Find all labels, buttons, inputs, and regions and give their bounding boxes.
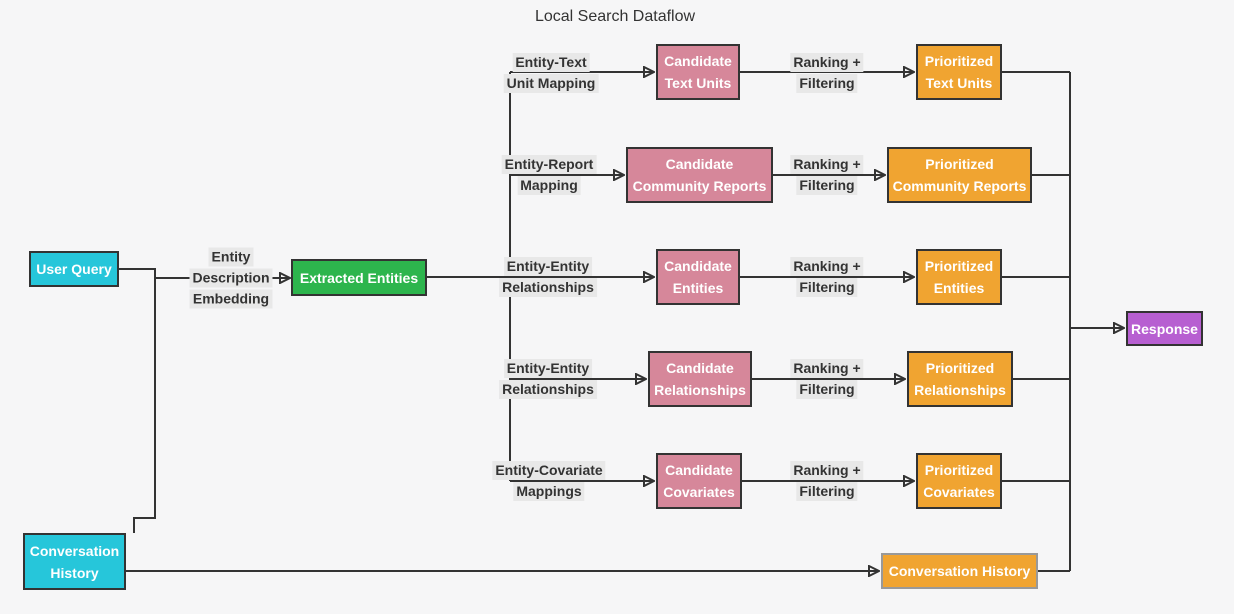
edge-label-line: Entity-Entity — [503, 359, 593, 378]
edge-label-line: Entity-Entity — [503, 257, 593, 276]
edge-label-entity-report-mapping: Entity-Report Mapping — [501, 154, 597, 196]
edge-label-line: Entity-Report — [501, 155, 597, 174]
edge-label-ranking-filtering-row3: Ranking + Filtering — [790, 256, 864, 298]
edge-conversation-history-to-junction — [133, 278, 156, 533]
node-label: Prioritized Relationships — [914, 360, 1006, 398]
edge-label-line: Ranking + — [790, 359, 864, 378]
node-prioritized-entities: Prioritized Entities — [916, 249, 1002, 305]
node-prioritized-community-reports: Prioritized Community Reports — [887, 147, 1032, 203]
node-user-query: User Query — [29, 251, 119, 287]
edge-label-entity-text-unit-mapping: Entity-Text Unit Mapping — [503, 52, 599, 94]
node-label: Extracted Entities — [299, 269, 419, 286]
edge-label-line: Filtering — [796, 176, 858, 195]
node-label: Candidate Covariates — [663, 462, 735, 500]
edge-label-line: Entity-Text — [512, 53, 590, 72]
edge-label-line: Ranking + — [790, 155, 864, 174]
edge-label-entity-covariate-mappings: Entity-Covariate Mappings — [492, 460, 606, 502]
edge-label-line: Relationships — [499, 278, 597, 297]
edge-label-ranking-filtering-row5: Ranking + Filtering — [790, 460, 864, 502]
edge-label-line: Mapping — [517, 176, 581, 195]
diagram-title: Local Search Dataflow — [534, 8, 696, 25]
node-label: Prioritized Entities — [924, 258, 994, 296]
edge-label-line: Ranking + — [790, 53, 864, 72]
node-label: Candidate Text Units — [664, 53, 732, 91]
node-extracted-entities: Extracted Entities — [291, 259, 427, 296]
node-label: Response — [1131, 320, 1198, 337]
edge-label-ranking-filtering-row4: Ranking + Filtering — [790, 358, 864, 400]
node-candidate-text-units: Candidate Text Units — [656, 44, 740, 100]
edge-label-line: Mappings — [513, 482, 585, 501]
edge-label-entity-description-embedding: Entity Description Embedding — [189, 247, 273, 310]
edge-label-line: Filtering — [796, 482, 858, 501]
node-conversation-history-output: Conversation History — [881, 553, 1038, 589]
edge-label-line: Description — [189, 268, 273, 288]
edge-label-line: Filtering — [796, 380, 858, 399]
node-label: Conversation History — [888, 563, 1031, 579]
edge-label-line: Entity — [208, 247, 254, 267]
edge-label-line: Filtering — [796, 74, 858, 93]
node-label: Candidate Relationships — [654, 360, 746, 398]
node-candidate-relationships: Candidate Relationships — [648, 351, 752, 407]
node-candidate-covariates: Candidate Covariates — [656, 453, 742, 509]
node-label: Prioritized Covariates — [923, 462, 995, 500]
node-response: Response — [1126, 311, 1203, 346]
edge-label-line: Relationships — [499, 380, 597, 399]
node-label: Prioritized Community Reports — [892, 156, 1027, 194]
node-candidate-entities: Candidate Entities — [656, 249, 740, 305]
node-label: Conversation History — [29, 542, 120, 581]
node-label: User Query — [36, 261, 112, 277]
edge-user-query-to-junction — [119, 268, 156, 278]
node-candidate-community-reports: Candidate Community Reports — [626, 147, 773, 203]
edge-label-line: Ranking + — [790, 461, 864, 480]
node-prioritized-relationships: Prioritized Relationships — [907, 351, 1013, 407]
edge-label-line: Unit Mapping — [503, 74, 599, 93]
edge-label-line: Entity-Covariate — [492, 461, 606, 480]
node-prioritized-covariates: Prioritized Covariates — [916, 453, 1002, 509]
node-prioritized-text-units: Prioritized Text Units — [916, 44, 1002, 100]
edge-label-line: Filtering — [796, 278, 858, 297]
node-label: Prioritized Text Units — [924, 53, 994, 91]
edge-label-ranking-filtering-row1: Ranking + Filtering — [790, 52, 864, 94]
edge-label-entity-entity-relationships-upper: Entity-Entity Relationships — [499, 256, 597, 298]
node-label: Candidate Entities — [664, 258, 732, 296]
edge-label-line: Ranking + — [790, 257, 864, 276]
node-conversation-history-input: Conversation History — [23, 533, 126, 590]
edge-label-line: Embedding — [189, 289, 273, 309]
edge-label-entity-entity-relationships-lower: Entity-Entity Relationships — [499, 358, 597, 400]
node-label: Candidate Community Reports — [632, 156, 767, 194]
edge-label-ranking-filtering-row2: Ranking + Filtering — [790, 154, 864, 196]
